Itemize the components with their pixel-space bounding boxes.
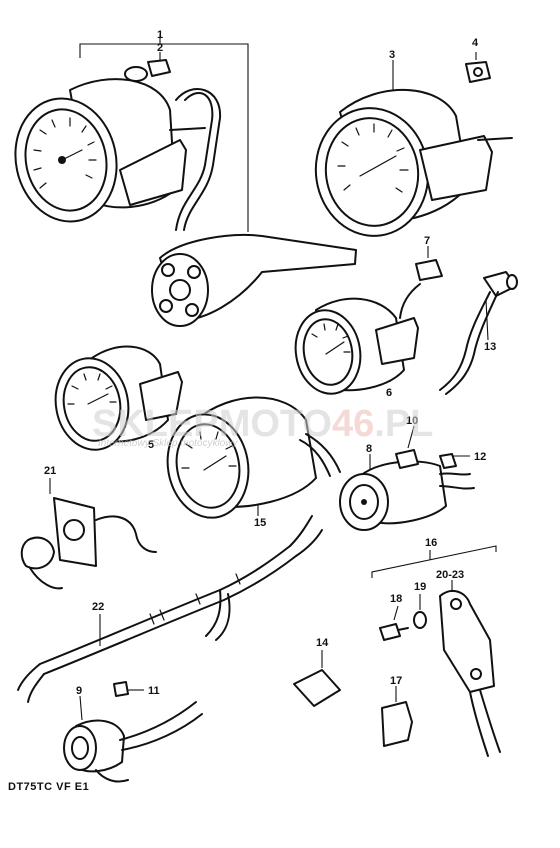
watermark-brand-part3: .PL	[374, 403, 433, 445]
callout-21: 21	[44, 465, 56, 477]
callout-12: 12	[474, 451, 486, 463]
callout-1: 1	[157, 29, 163, 41]
callout-10: 10	[406, 415, 418, 427]
part-7-bulb	[415, 246, 443, 281]
part-3-meter	[314, 60, 513, 237]
watermark-brand-part1: SKLEPMOTO	[92, 403, 332, 445]
part-12-socket	[439, 453, 470, 469]
callout-18: 18	[390, 593, 402, 605]
watermark-brand-part2: 46	[332, 403, 374, 445]
part-1-meter-assembly	[14, 34, 357, 327]
part-15-meter	[166, 396, 341, 519]
callout-15: 15	[254, 517, 266, 529]
part-22-harness	[17, 515, 323, 703]
part-21-switch	[20, 478, 157, 590]
part-11-screw	[113, 681, 144, 697]
part-9-buzzer	[63, 695, 203, 783]
callout-17: 17	[390, 675, 402, 687]
callout-6: 6	[386, 387, 392, 399]
callout-9: 9	[76, 685, 82, 697]
watermark: SKLEPMOTO46.PL Internetowy Sklep motocyk…	[92, 403, 433, 449]
callout-22: 22	[92, 601, 104, 613]
part-16-switch-group	[371, 545, 501, 757]
callout-4: 4	[472, 37, 479, 49]
part-6-meter	[294, 283, 421, 395]
part-4-socket	[465, 52, 491, 83]
part-2-bulb	[147, 52, 171, 77]
svg-text:SKLEPMOTO46.PL: SKLEPMOTO46.PL	[92, 403, 433, 445]
part-13-lamp-socket	[439, 271, 518, 395]
callout-7: 7	[424, 235, 430, 247]
part-14-pad	[293, 650, 341, 707]
callout-19: 19	[414, 581, 426, 593]
callout-13: 13	[484, 341, 496, 353]
callout-3: 3	[389, 49, 395, 61]
part-5-meter	[54, 345, 183, 451]
callout-14: 14	[316, 637, 329, 649]
callout-5: 5	[148, 439, 154, 451]
callout-11: 11	[148, 685, 160, 697]
callout-20-23: 20-23	[436, 569, 464, 581]
callout-16: 16	[425, 537, 437, 549]
diagram-caption: DT75TC VF E1	[8, 781, 89, 793]
callout-2: 2	[157, 42, 163, 54]
callout-labels: 1 2 3 4 5 6 7 8 9 10 11 12 13 14 15 16 1…	[44, 29, 496, 697]
callout-8: 8	[366, 443, 372, 455]
part-10-bulb	[395, 425, 419, 469]
watermark-tagline: Internetowy Sklep motocyklowy	[98, 438, 239, 449]
part-8-relay	[339, 454, 475, 531]
